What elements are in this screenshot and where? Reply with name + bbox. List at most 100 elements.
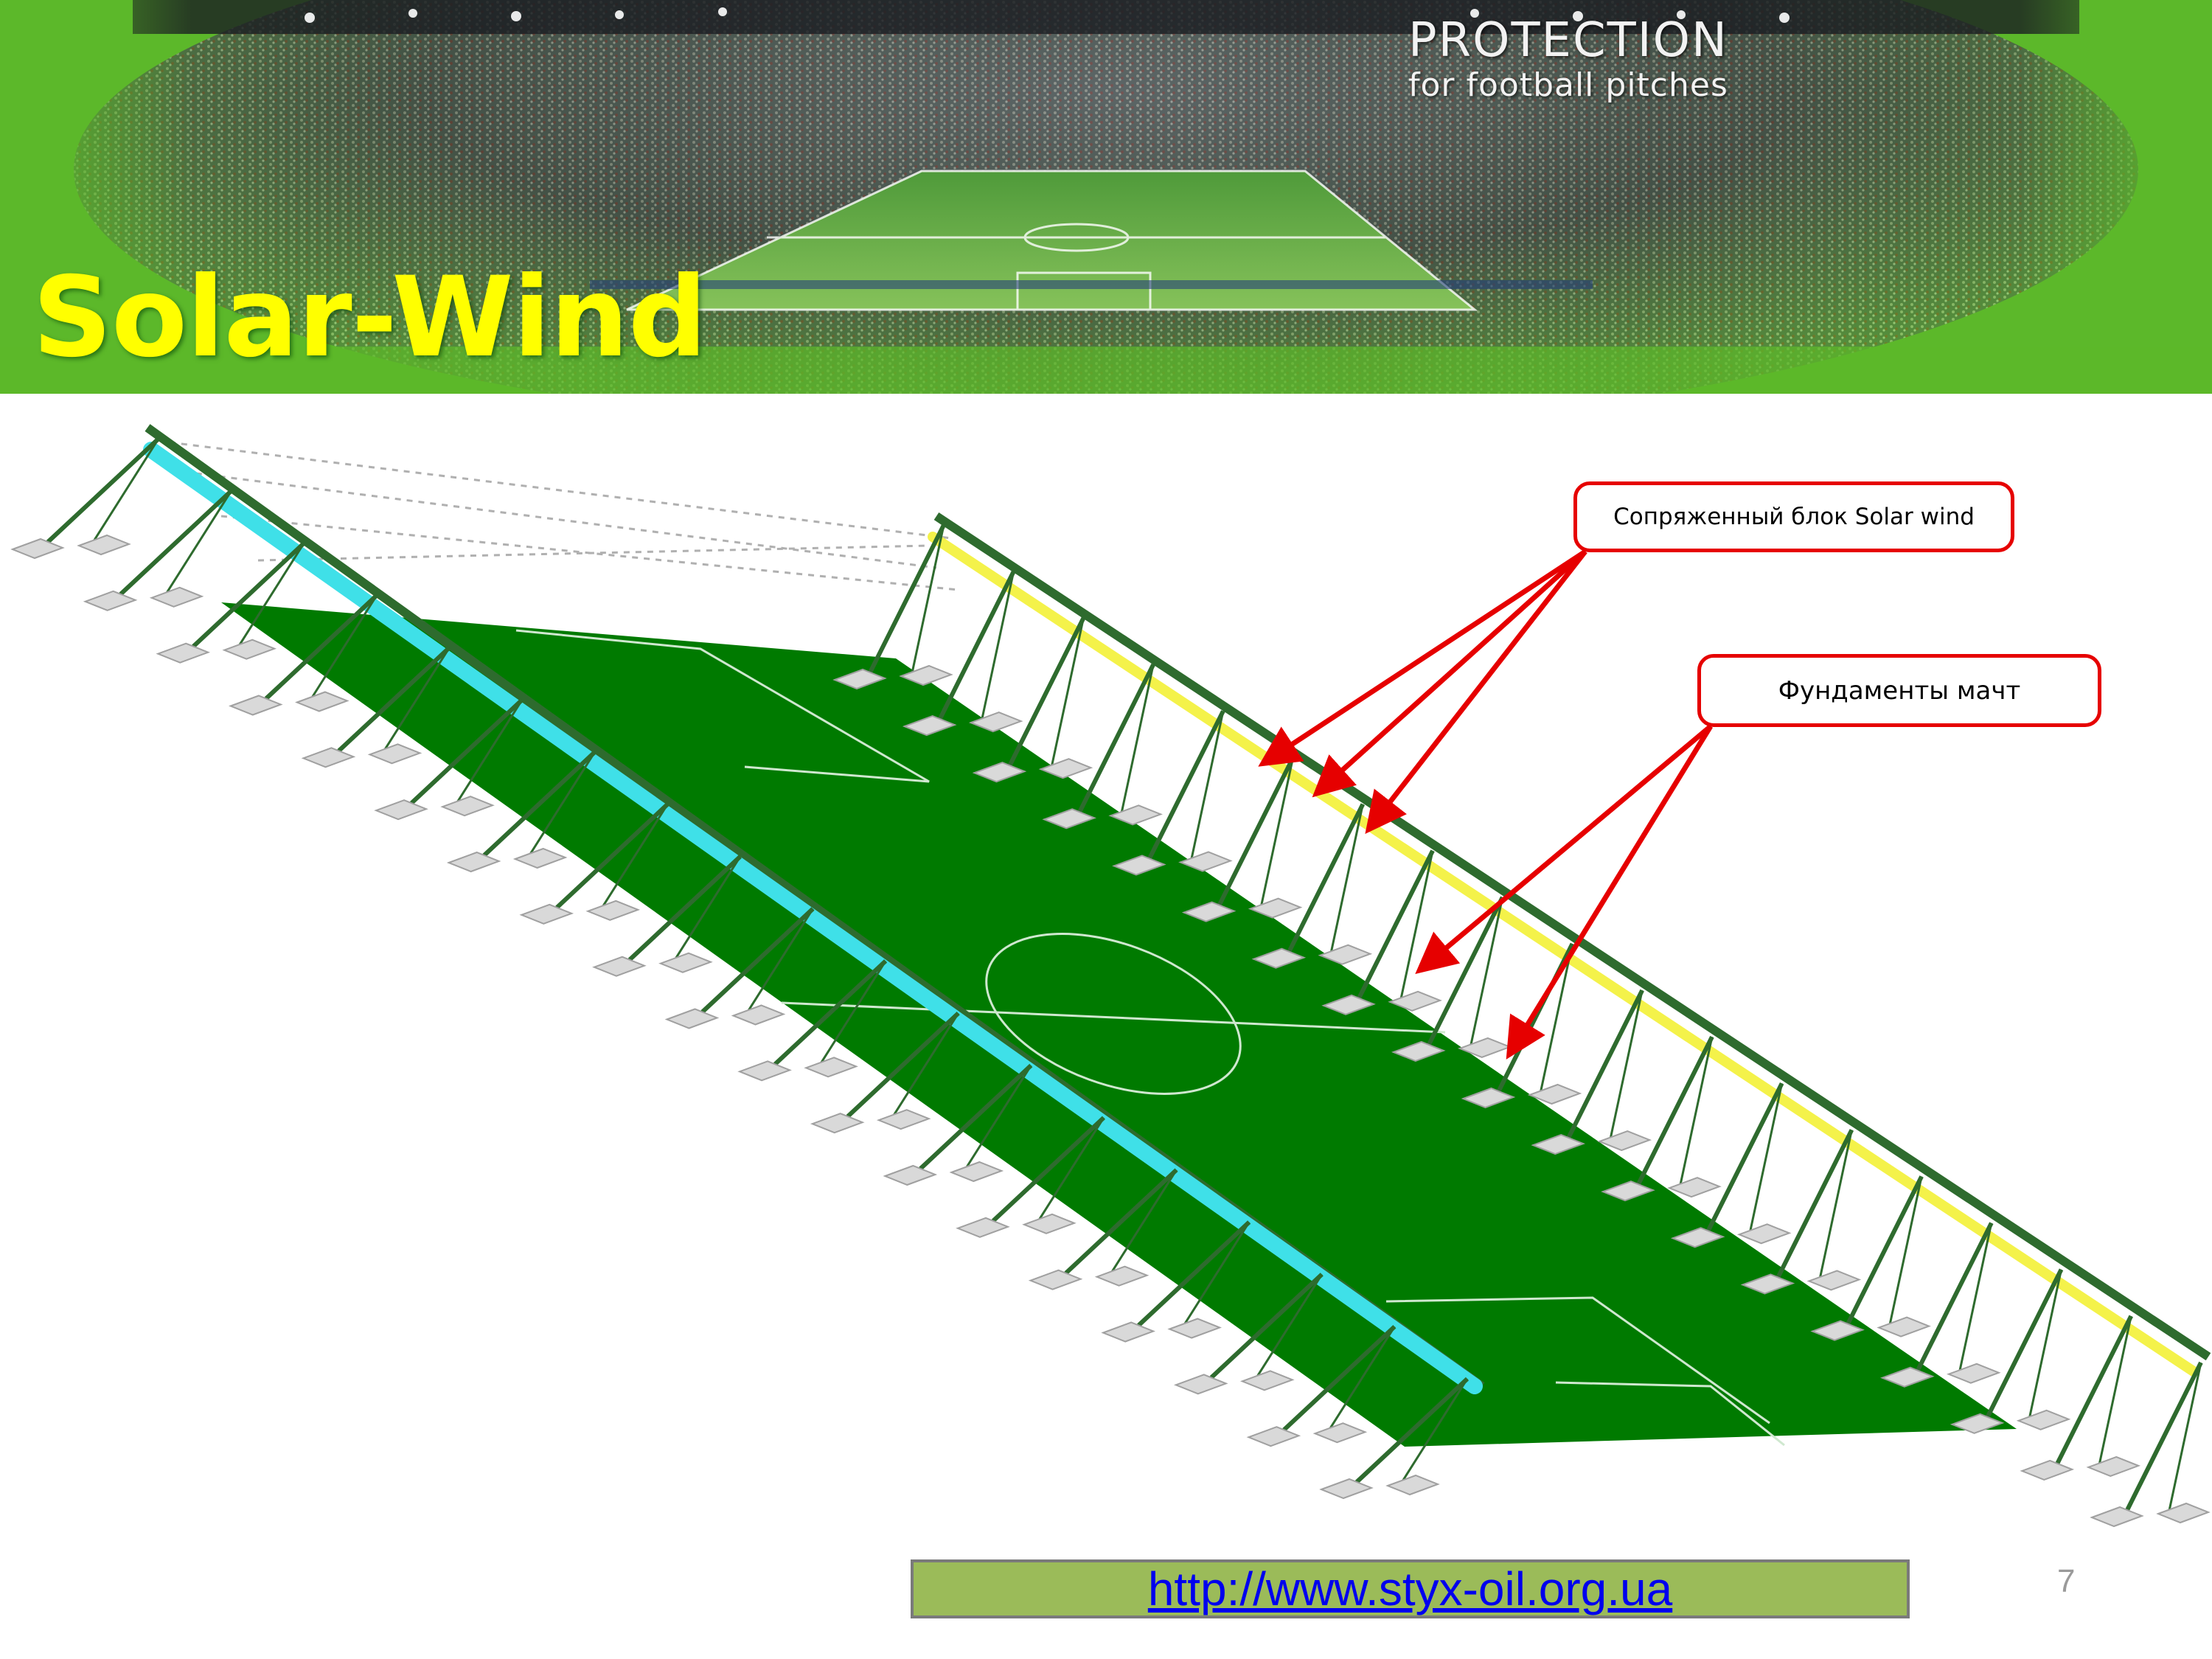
mast-foundation xyxy=(832,668,887,690)
callout-mast-foundations: Фундаменты мачт xyxy=(1697,654,2101,727)
mast-foundation xyxy=(1385,1474,1440,1496)
mast-brace xyxy=(451,699,524,811)
mast-foundation xyxy=(295,691,349,712)
mast-brace xyxy=(814,960,887,1073)
mast-brace xyxy=(887,1012,959,1124)
mast xyxy=(1354,1377,1470,1484)
mast xyxy=(192,541,306,648)
stadium-photo xyxy=(0,0,2212,394)
mast-foundation xyxy=(1880,1366,1935,1388)
mast-foundation xyxy=(737,1060,792,1082)
mast-foundation xyxy=(222,639,277,660)
mast-foundation xyxy=(1601,1180,1655,1202)
website-link[interactable]: http://www.styx-oil.org.ua xyxy=(1147,1562,1673,1615)
mast-foundation xyxy=(1670,1227,1725,1248)
mast xyxy=(846,1011,960,1119)
mast-foundation xyxy=(1531,1134,1586,1155)
mast xyxy=(919,1063,1033,1171)
mast xyxy=(1427,896,1505,1046)
callout-arrows xyxy=(1258,549,1713,1060)
header-banner xyxy=(0,0,2212,394)
mast-brace xyxy=(1178,1221,1251,1334)
banner-subheading: for football pitches xyxy=(1408,66,1728,104)
mast-brace xyxy=(1396,1378,1469,1490)
mast-foundation xyxy=(883,1164,938,1186)
mast-foundation xyxy=(1321,994,1376,1015)
slide-title: Solar-Wind xyxy=(32,254,707,382)
mast-foundation xyxy=(1391,1040,1446,1062)
mast-foundation xyxy=(804,1057,858,1078)
mast-brace xyxy=(1105,1169,1178,1281)
mast-foundation xyxy=(1950,1413,2005,1434)
mast-brace xyxy=(1957,1222,1993,1378)
mast-brace xyxy=(2096,1315,2132,1472)
mast-brace xyxy=(1048,617,1085,773)
mast-foundation xyxy=(374,799,428,821)
mast-brace xyxy=(1328,804,1364,959)
mast-foundation xyxy=(1094,1265,1150,1287)
mast-brace xyxy=(742,908,814,1020)
mast xyxy=(555,802,669,910)
mast-foundation xyxy=(1239,1370,1295,1391)
mast-brace xyxy=(160,490,232,602)
mast xyxy=(1147,710,1225,860)
mast-foundation xyxy=(1108,804,1163,826)
mast xyxy=(1705,1082,1784,1232)
page-number: 7 xyxy=(2057,1563,2076,1599)
mast xyxy=(1357,849,1435,1000)
mast-brace xyxy=(232,542,305,655)
mast-foundation xyxy=(1038,758,1093,779)
mast-foundation xyxy=(2016,1409,2071,1430)
mast-foundation xyxy=(519,903,574,925)
footer-link-bar: http://www.styx-oil.org.ua xyxy=(911,1559,1910,1618)
mast xyxy=(264,594,378,700)
mast-foundation xyxy=(810,1113,865,1134)
mast-foundation xyxy=(1667,1177,1722,1198)
mast-brace xyxy=(1538,943,1573,1099)
pitch-markings xyxy=(515,629,1785,1447)
mast-foundation xyxy=(301,747,356,768)
mast-foundation xyxy=(902,715,957,737)
mast-foundation xyxy=(367,743,422,765)
mast xyxy=(337,646,451,753)
mast xyxy=(773,959,888,1066)
mast-foundation xyxy=(664,1008,720,1029)
mast-foundation xyxy=(77,534,131,556)
mast-foundation xyxy=(10,538,65,560)
mast-brace xyxy=(378,647,451,759)
mast xyxy=(1846,1175,1924,1325)
mast-foundation xyxy=(1042,808,1096,830)
mast-foundation xyxy=(1246,1426,1301,1447)
mast xyxy=(1007,616,1086,767)
mast-foundation xyxy=(1597,1130,1652,1152)
mast-foundation xyxy=(1388,990,1442,1012)
mast xyxy=(1985,1268,2064,1419)
mast-brace xyxy=(87,438,160,550)
mast-foundation xyxy=(1318,944,1373,965)
left-mast-row xyxy=(10,424,1485,1500)
yellow-solar-block xyxy=(928,532,2199,1377)
mast-brace xyxy=(909,524,945,681)
mast xyxy=(1282,1324,1397,1432)
mast-foundation xyxy=(2020,1459,2075,1481)
mast-foundation xyxy=(1736,1223,1792,1245)
mast xyxy=(2055,1315,2133,1465)
mast xyxy=(119,489,233,597)
mast-brace xyxy=(524,751,596,863)
mast-foundation xyxy=(658,952,713,973)
mast-foundation xyxy=(446,851,501,873)
mast-brace xyxy=(305,594,378,707)
mast-brace xyxy=(1468,897,1504,1053)
mast-brace xyxy=(597,804,669,916)
mast xyxy=(1636,1035,1714,1186)
mast xyxy=(1217,757,1295,906)
mast-foundation xyxy=(1112,855,1166,876)
guy-wires xyxy=(169,441,959,591)
mast xyxy=(1064,1168,1178,1275)
mast-foundation xyxy=(229,695,283,716)
mast-brace xyxy=(1251,1273,1324,1386)
mast-brace xyxy=(1747,1083,1784,1239)
mast-brace xyxy=(1398,850,1434,1006)
mast-brace xyxy=(1677,1036,1714,1192)
